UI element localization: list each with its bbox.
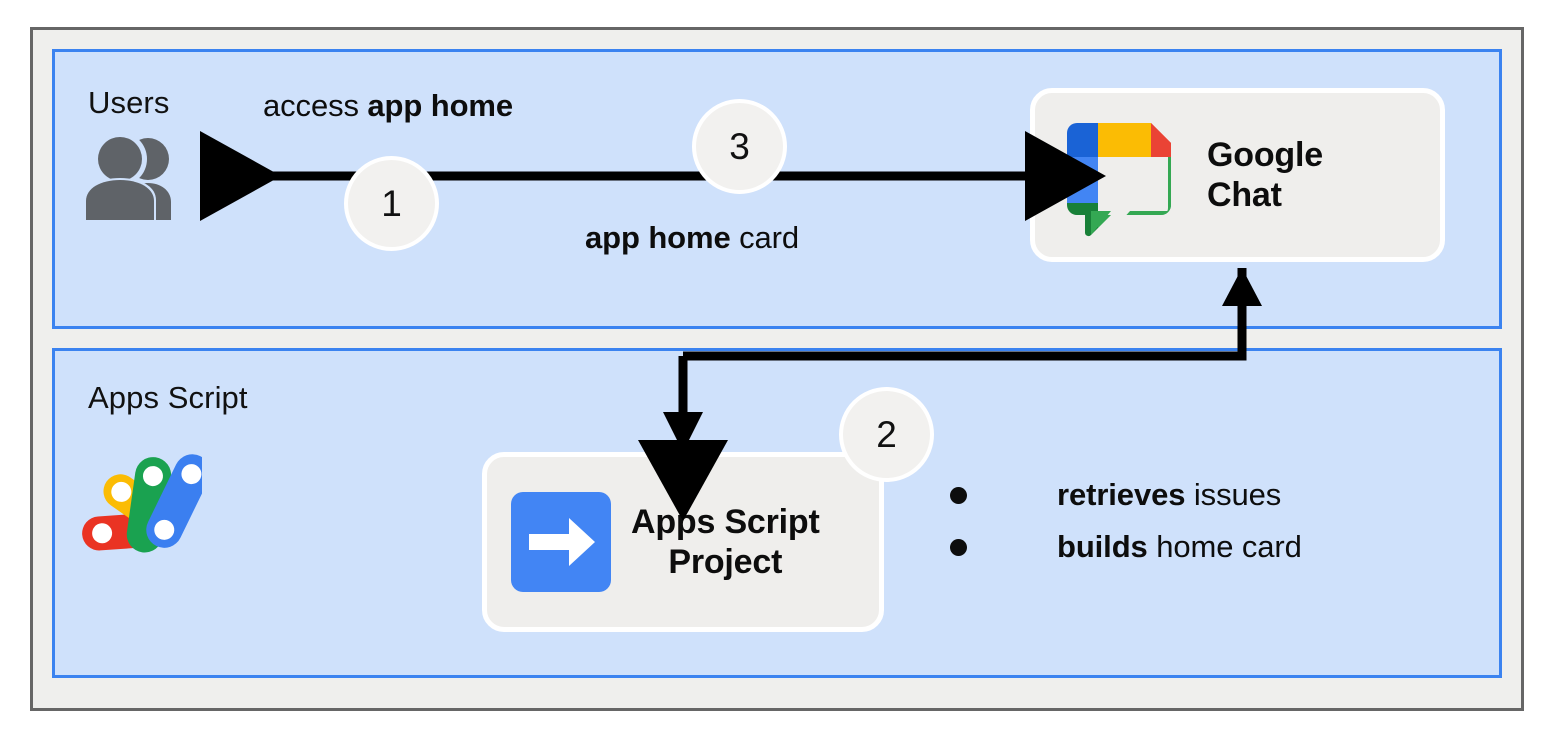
step-badge-2: 2 — [839, 387, 934, 482]
bullet-rest-0: issues — [1185, 477, 1282, 512]
bullet-text-retrieves: retrieves issues — [1057, 477, 1281, 513]
card-suffix-text: card — [730, 220, 800, 255]
node-apps-script-project[interactable]: Apps Script Project — [482, 452, 884, 632]
apps-script-project-label-line2: Project — [668, 543, 783, 581]
node-apps-script-project-label: Apps Script Project — [631, 502, 820, 582]
users-group-icon — [76, 131, 188, 220]
list-item: builds home card — [950, 522, 1302, 572]
apps-script-logo-icon — [80, 443, 211, 555]
bullet-bold-1: builds — [1057, 529, 1148, 564]
step-badge-1: 1 — [344, 156, 439, 251]
step-badge-3: 3 — [692, 99, 787, 194]
node-google-chat[interactable]: Google Chat — [1030, 88, 1445, 262]
access-prefix-text: access — [263, 88, 368, 123]
bullet-dot-icon — [950, 486, 967, 504]
apps-script-project-icon — [511, 492, 611, 592]
edge-label-app-home-card: app home card — [585, 220, 799, 256]
bullet-dot-icon — [950, 538, 967, 556]
bullet-rest-1: home card — [1147, 529, 1302, 564]
bullet-bold-0: retrieves — [1057, 477, 1186, 512]
list-item: retrieves issues — [950, 470, 1302, 520]
edge-label-access-app-home: access app home — [263, 88, 513, 124]
node-google-chat-label: Google Chat — [1207, 135, 1323, 215]
bullet-text-builds: builds home card — [1057, 529, 1302, 565]
google-chat-label-line1: Google — [1207, 135, 1323, 174]
google-chat-logo-icon — [1055, 111, 1183, 239]
lane-users-title: Users — [88, 85, 170, 120]
apps-script-project-label-line1: Apps Script — [631, 502, 820, 541]
google-chat-label-line2: Chat — [1207, 176, 1282, 214]
access-bold-text: app home — [367, 88, 514, 123]
card-bold-text: app home — [585, 220, 731, 255]
lane-apps-script-title: Apps Script — [88, 380, 248, 415]
apps-script-actions-list: retrieves issues builds home card — [950, 470, 1302, 574]
